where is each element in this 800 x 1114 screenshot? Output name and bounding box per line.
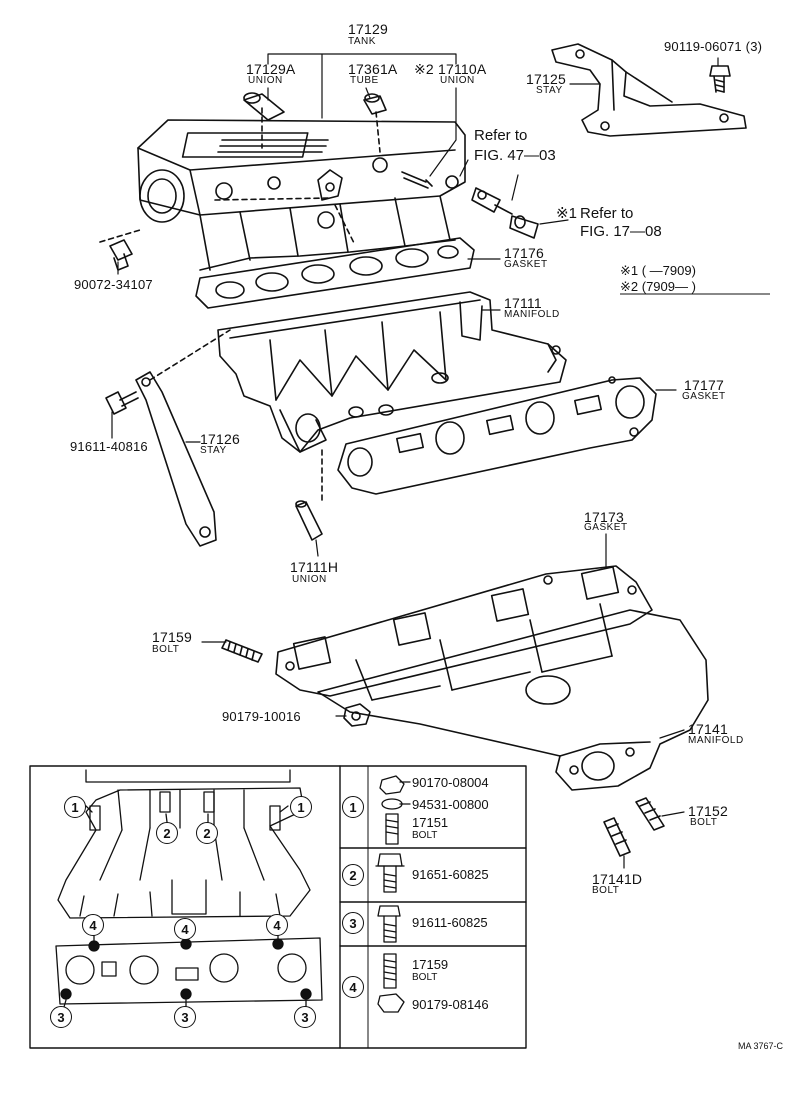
fitting-ref-17-08 [509, 215, 539, 239]
tube-17361A-illustration [363, 93, 387, 153]
gasket-17176-illustration [195, 237, 475, 309]
sketch-callout-2-left: 2 [156, 822, 178, 844]
legend-box [29, 765, 527, 1049]
part-number-17361A: 17361A [348, 61, 398, 77]
sketch-callout-1-left: 1 [64, 796, 86, 818]
union-17110A-illustration [401, 171, 433, 189]
part-name-union-17129A: UNION [248, 75, 283, 86]
part-name-union-17111H: UNION [292, 574, 327, 585]
sketch-callout-2-right: 2 [196, 822, 218, 844]
part-number-17141D: 17141D [592, 871, 643, 887]
legend-part-91611-60825: 91611-60825 [412, 915, 488, 930]
gasket-17177-illustration [337, 376, 657, 495]
legend-row-4-number: 4 [342, 976, 364, 998]
legend-part-17159-name: BOLT [412, 972, 438, 983]
part-number-17126: 17126 [200, 431, 240, 447]
sketch-callout-3-left: 3 [50, 1006, 72, 1028]
part-name-bolt-17141D: BOLT [592, 885, 620, 896]
legend-row-2-number: 2 [342, 864, 364, 886]
drawing-code: MA 3767-C [738, 1041, 784, 1051]
stud-17141D-illustration [603, 817, 631, 857]
part-name-manifold-17111: MANIFOLD [504, 309, 560, 320]
part-number-17141: 17141 [688, 721, 728, 737]
part-name-tank: TANK [348, 36, 376, 47]
part-number-17129A: 17129A [246, 61, 296, 77]
leader-lines [111, 53, 719, 869]
exhaust-manifold-17141-illustration [317, 603, 709, 791]
part-number-17173: 17173 [584, 509, 624, 525]
legend-part-90170-08004: 90170-08004 [412, 775, 489, 790]
sketch-callout-3-center: 3 [174, 1006, 196, 1028]
part-number-91611-40816: 91611-40816 [70, 439, 148, 454]
tank-17129-illustration [137, 119, 466, 271]
stay-17125-illustration [551, 43, 747, 137]
part-name-manifold-17141: MANIFOLD [688, 735, 744, 746]
part-name-gasket-17173: GASKET [584, 522, 628, 533]
part-number-17159: 17159 [152, 629, 192, 645]
part-name-stay-17126: STAY [200, 445, 227, 456]
legend-part-90179-08146: 90179-08146 [412, 997, 489, 1012]
part-number-17111: 17111 [504, 295, 542, 311]
key-line-2: ※2 (7909— ) [620, 279, 696, 294]
refer-17-08-mark: ※1 [556, 205, 577, 222]
part-number-17129: 17129 [348, 21, 388, 37]
stay-17126-illustration [135, 329, 231, 547]
refer-47-03-line1: Refer to [474, 127, 528, 144]
sketch-callout-4-left: 4 [82, 914, 104, 936]
union-17111H-illustration [295, 449, 323, 541]
part-number-90072-34107: 90072-34107 [74, 277, 153, 292]
stud-17159-illustration [221, 639, 263, 663]
union-17129A-illustration [243, 92, 285, 149]
legend-part-91651-60825: 91651-60825 [412, 867, 489, 882]
sketch-callout-4-right: 4 [266, 914, 288, 936]
legend-part-17151-name: BOLT [412, 830, 438, 841]
part-number-17177: 17177 [684, 377, 724, 393]
legend-row-3-number: 3 [342, 912, 364, 934]
fitting-ref-47-03 [471, 187, 513, 215]
part-number-17125: 17125 [526, 71, 566, 87]
sketch-callout-4-center: 4 [174, 918, 196, 940]
legend-part-sketches [375, 775, 411, 1013]
part-number-17110A: 17110A [438, 61, 487, 77]
part-name-gasket-17177: GASKET [682, 391, 726, 402]
part-name-tube: TUBE [350, 75, 379, 86]
part-name-union-17110A: UNION [440, 75, 475, 86]
part-name-gasket-17176: GASKET [504, 259, 548, 270]
part-number-90119-06071: 90119-06071 (3) [664, 39, 763, 54]
part-number-17111H: 17111H [290, 559, 339, 575]
bolt-91611-40816-illustration [105, 391, 139, 415]
part-name-bolt-17152: BOLT [690, 817, 718, 828]
legend-part-17151: 17151 [412, 815, 449, 830]
refer-47-03-line2: FIG. 47—03 [474, 147, 556, 164]
part-name-stay-17125: STAY [536, 85, 563, 96]
refer-17-08-line1: Refer to [580, 205, 634, 222]
exhaust-gasket-17173-illustration [275, 565, 653, 697]
legend-manifold-sketch [55, 769, 323, 1015]
legend-part-94531-00800: 94531-00800 [412, 797, 489, 812]
legend-row-1-number: 1 [342, 796, 364, 818]
bolt-90119-illustration [709, 65, 731, 93]
legend-part-17159: 17159 [412, 957, 449, 972]
part-name-bolt-17159: BOLT [152, 644, 180, 655]
bolt-90072-illustration [99, 229, 141, 271]
key-line-1: ※1 ( —7909) [620, 263, 696, 278]
stud-17152-illustration [635, 797, 665, 831]
part-number-17152: 17152 [688, 803, 728, 819]
intake-manifold-17111-illustration [217, 291, 567, 453]
part-mark-17110A: ※2 [414, 61, 434, 77]
sketch-callout-1-right: 1 [290, 796, 312, 818]
part-number-90179-10016: 90179-10016 [222, 709, 301, 724]
sketch-callout-3-right: 3 [294, 1006, 316, 1028]
nut-90179-10016-illustration [343, 703, 371, 727]
refer-17-08-line2: FIG. 17—08 [580, 223, 662, 240]
part-number-17176: 17176 [504, 245, 544, 261]
